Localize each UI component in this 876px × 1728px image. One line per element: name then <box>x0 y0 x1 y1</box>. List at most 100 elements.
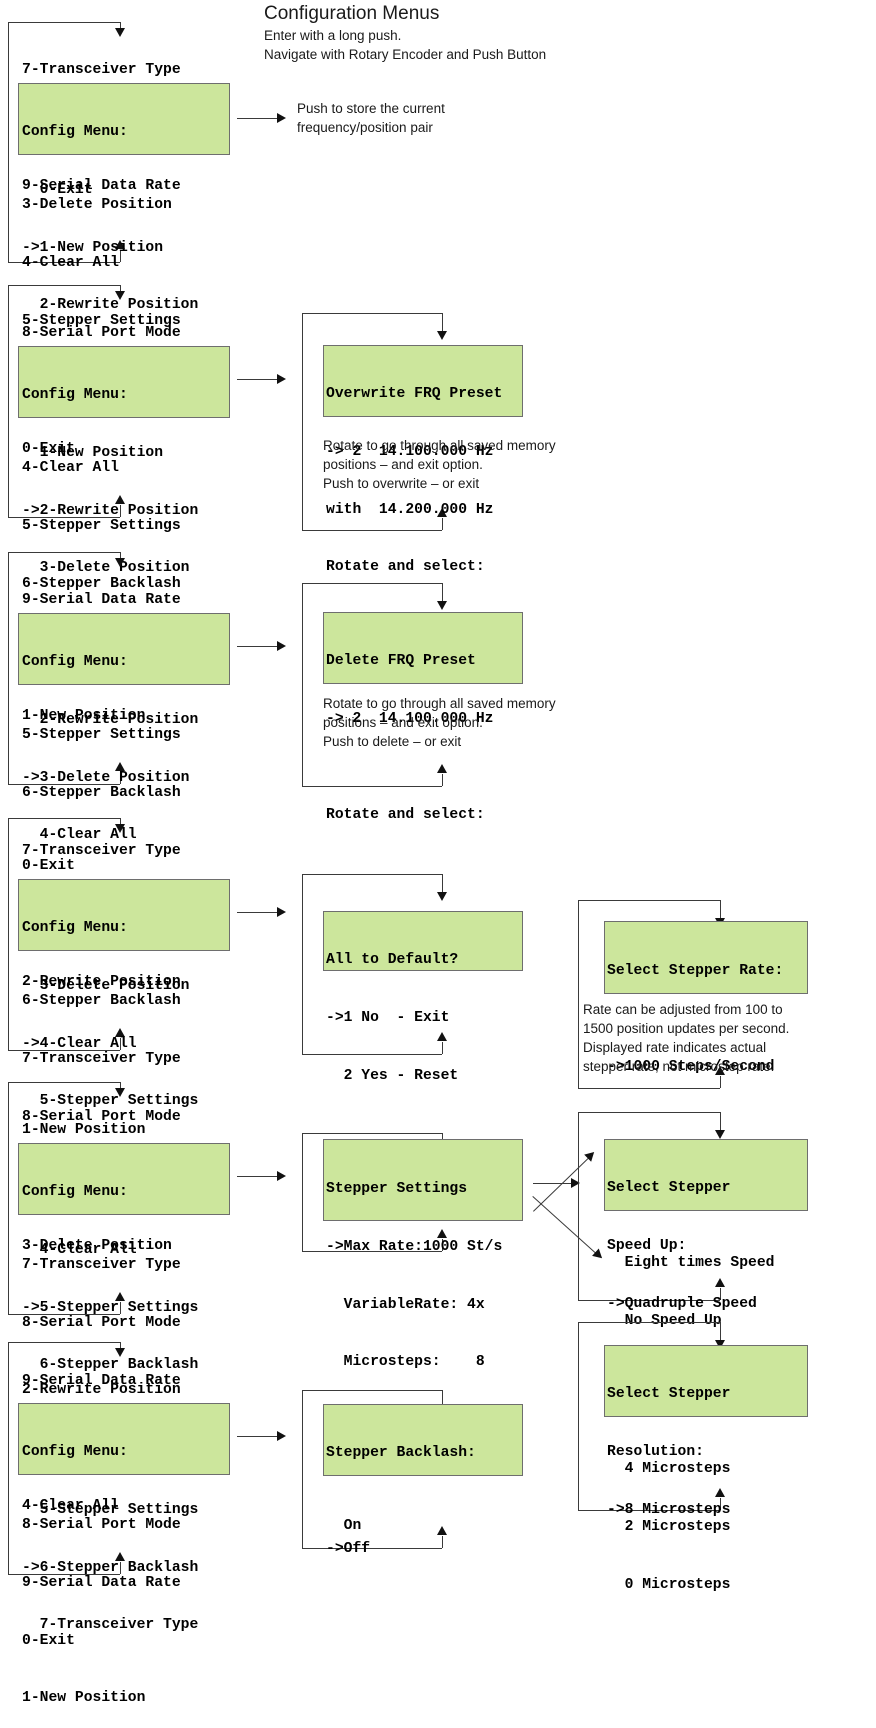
loop-line-bottom-stepper-settings <box>302 1251 442 1252</box>
loop-line-vertical-backlash <box>302 1390 303 1548</box>
list-stepper-resolution-options: 4 Microsteps 2 Microsteps 0 Microsteps <box>607 1422 731 1614</box>
loop-stub-bottom-overwrite <box>442 518 443 530</box>
loop-line-bottom-speed-up <box>578 1300 720 1301</box>
menu-line: 2-Rewrite Position <box>22 973 181 990</box>
lcd-text-stepper-backlash: Stepper Backlash: ->Off <box>326 1406 476 1579</box>
loop-stub-bottom-3 <box>120 772 121 784</box>
lcd-line-selected: ->Quadruple Speed <box>607 1295 757 1312</box>
block-delete-position-below: 5-Stepper Settings 6-Stepper Backlash 7-… <box>22 688 181 938</box>
menu-line: 1-New Position <box>22 1122 146 1139</box>
loop-line-vertical-5 <box>8 1082 9 1314</box>
menu-line: 3-Delete Position <box>22 197 172 214</box>
menu-line: Eight times Speed <box>607 1255 775 1272</box>
loop-arrow-up-delete <box>436 764 447 773</box>
lcd-line: 3-Delete Position <box>22 978 190 995</box>
loop-arrow-up-backlash <box>436 1526 447 1535</box>
loop-arrow-down-1 <box>114 28 125 37</box>
lcd-screen-config-menu-delete-position[interactable] <box>18 613 230 685</box>
menu-line: 9-Serial Data Rate <box>22 1575 181 1591</box>
loop-line-top-resolution <box>578 1322 720 1323</box>
loop-line-top-overwrite <box>302 313 442 314</box>
menu-line: 9-Serial Data Rate <box>22 177 181 194</box>
lcd-screen-config-menu-new-position[interactable] <box>18 83 230 155</box>
menu-line: 4 Microsteps <box>607 1461 731 1478</box>
lcd-line-selected: ->3-Delete Position <box>22 769 190 786</box>
menu-line: 7-Transceiver Type <box>22 1051 181 1067</box>
arrow-line-new-position <box>237 118 279 119</box>
menu-line: 5-Stepper Settings <box>22 727 181 744</box>
lcd-screen-overwrite-frq-preset[interactable] <box>323 345 523 417</box>
lcd-screen-select-stepper-rate[interactable] <box>604 921 808 994</box>
lcd-text-config-menu-rewrite-position: Config Menu: 1-New Position ->2-Rewrite … <box>22 348 198 598</box>
lcd-screen-stepper-backlash[interactable] <box>323 1404 523 1476</box>
loop-line-top-stepper-settings <box>302 1133 442 1134</box>
loop-stub-bottom-stepper-settings <box>442 1239 443 1251</box>
page-title: Configuration Menus <box>264 3 440 24</box>
arrow-head-stepper-backlash <box>277 1431 286 1441</box>
lcd-line-selected: -> 2 14.100.000 Hz <box>326 711 494 728</box>
lcd-screen-config-menu-stepper-backlash[interactable] <box>18 1403 230 1475</box>
arrow-line-clear-all <box>237 912 279 913</box>
lcd-screen-config-menu-stepper-settings[interactable] <box>18 1143 230 1215</box>
loop-stub-bottom-stepper-rate <box>720 1076 721 1088</box>
lcd-line-selected: -> 2 14.100.000 Hz <box>326 444 494 461</box>
lcd-line: Speed Up: <box>607 1238 687 1255</box>
lcd-text-config-menu-stepper-backlash: Config Menu: 5-Stepper Settings ->6-Step… <box>22 1405 198 1655</box>
lcd-line-selected: ->Max Rate:1000 St/s <box>326 1239 503 1256</box>
menu-line: 5-Stepper Settings <box>22 312 181 329</box>
loop-line-bottom-1 <box>8 262 120 263</box>
loop-stub-bottom-1 <box>120 250 121 262</box>
lcd-screen-select-stepper-resolution[interactable] <box>604 1345 808 1417</box>
lcd-line: 0-Exit <box>22 182 93 199</box>
loop-stub-top-clear-all <box>442 874 443 894</box>
lcd-screen-config-menu-clear-all[interactable] <box>18 879 230 951</box>
lcd-screen-select-stepper-speed-up[interactable] <box>604 1139 808 1211</box>
lcd-screen-delete-frq-preset[interactable] <box>323 612 523 684</box>
loop-line-top-speed-up <box>578 1112 720 1113</box>
lcd-line: Select Stepper <box>607 1386 731 1403</box>
list-stepper-backlash-options: On <box>326 1479 362 1556</box>
loop-line-vertical-stepper-settings <box>302 1133 303 1251</box>
lcd-screen-all-to-default[interactable] <box>323 911 523 971</box>
loop-arrow-down-3 <box>114 558 125 567</box>
loop-arrow-down-6 <box>114 1348 125 1357</box>
note-stepper-rate: Rate can be adjusted from 100 to 1500 po… <box>583 1002 790 1074</box>
lcd-screen-config-menu-rewrite-position[interactable] <box>18 346 230 418</box>
lcd-line: VariableRate: 4x <box>326 1296 485 1313</box>
loop-arrow-down-overwrite <box>436 331 447 340</box>
loop-stub-top-5 <box>120 1082 121 1092</box>
loop-stub-top-3 <box>120 552 121 562</box>
menu-line: 9-Serial Data Rate <box>22 592 181 609</box>
lcd-line: 1-New Position <box>22 445 164 462</box>
loop-line-vertical-2 <box>8 285 9 517</box>
loop-arrow-up-stepper-settings <box>436 1229 447 1238</box>
loop-stub-top-backlash <box>442 1390 443 1410</box>
lcd-text-overwrite-frq-preset: Overwrite FRQ Preset -> 2 14.100.000 Hz … <box>326 347 502 597</box>
menu-line: 6-Stepper Backlash <box>22 993 181 1010</box>
loop-arrow-up-overwrite <box>436 508 447 517</box>
loop-line-bottom-backlash <box>302 1548 442 1549</box>
loop-line-bottom-5 <box>8 1314 120 1315</box>
menu-line: 2-Rewrite Position <box>22 1382 181 1399</box>
lcd-line-selected: ->4-Clear All <box>22 1035 137 1052</box>
menu-line: 0-Exit <box>22 440 75 457</box>
loop-line-bottom-6 <box>8 1574 120 1575</box>
lcd-screen-stepper-settings[interactable] <box>323 1139 523 1221</box>
lcd-line: Config Menu: <box>22 1184 128 1201</box>
arrow-line-stepper-backlash <box>237 1436 279 1437</box>
loop-arrow-up-2 <box>114 495 125 504</box>
loop-line-top-3 <box>8 552 120 553</box>
loop-arrow-up-1 <box>114 240 125 249</box>
loop-stub-top-2 <box>120 285 121 295</box>
lcd-line: Config Menu: <box>22 124 128 141</box>
loop-arrow-up-clear-all <box>436 1032 447 1041</box>
lcd-line: Config Menu: <box>22 920 128 937</box>
loop-line-top-6 <box>8 1342 120 1343</box>
loop-line-bottom-delete <box>302 786 442 787</box>
note-delete-rotate: Rotate to go through all saved memory po… <box>323 696 556 730</box>
loop-line-vertical-speed-up <box>578 1112 579 1300</box>
lcd-line: Config Menu: <box>22 1444 128 1461</box>
loop-line-vertical-overwrite <box>302 313 303 530</box>
menu-line: 8-Serial Port Mode <box>22 1108 181 1125</box>
note-new-position: Push to store the current frequency/posi… <box>297 101 445 135</box>
